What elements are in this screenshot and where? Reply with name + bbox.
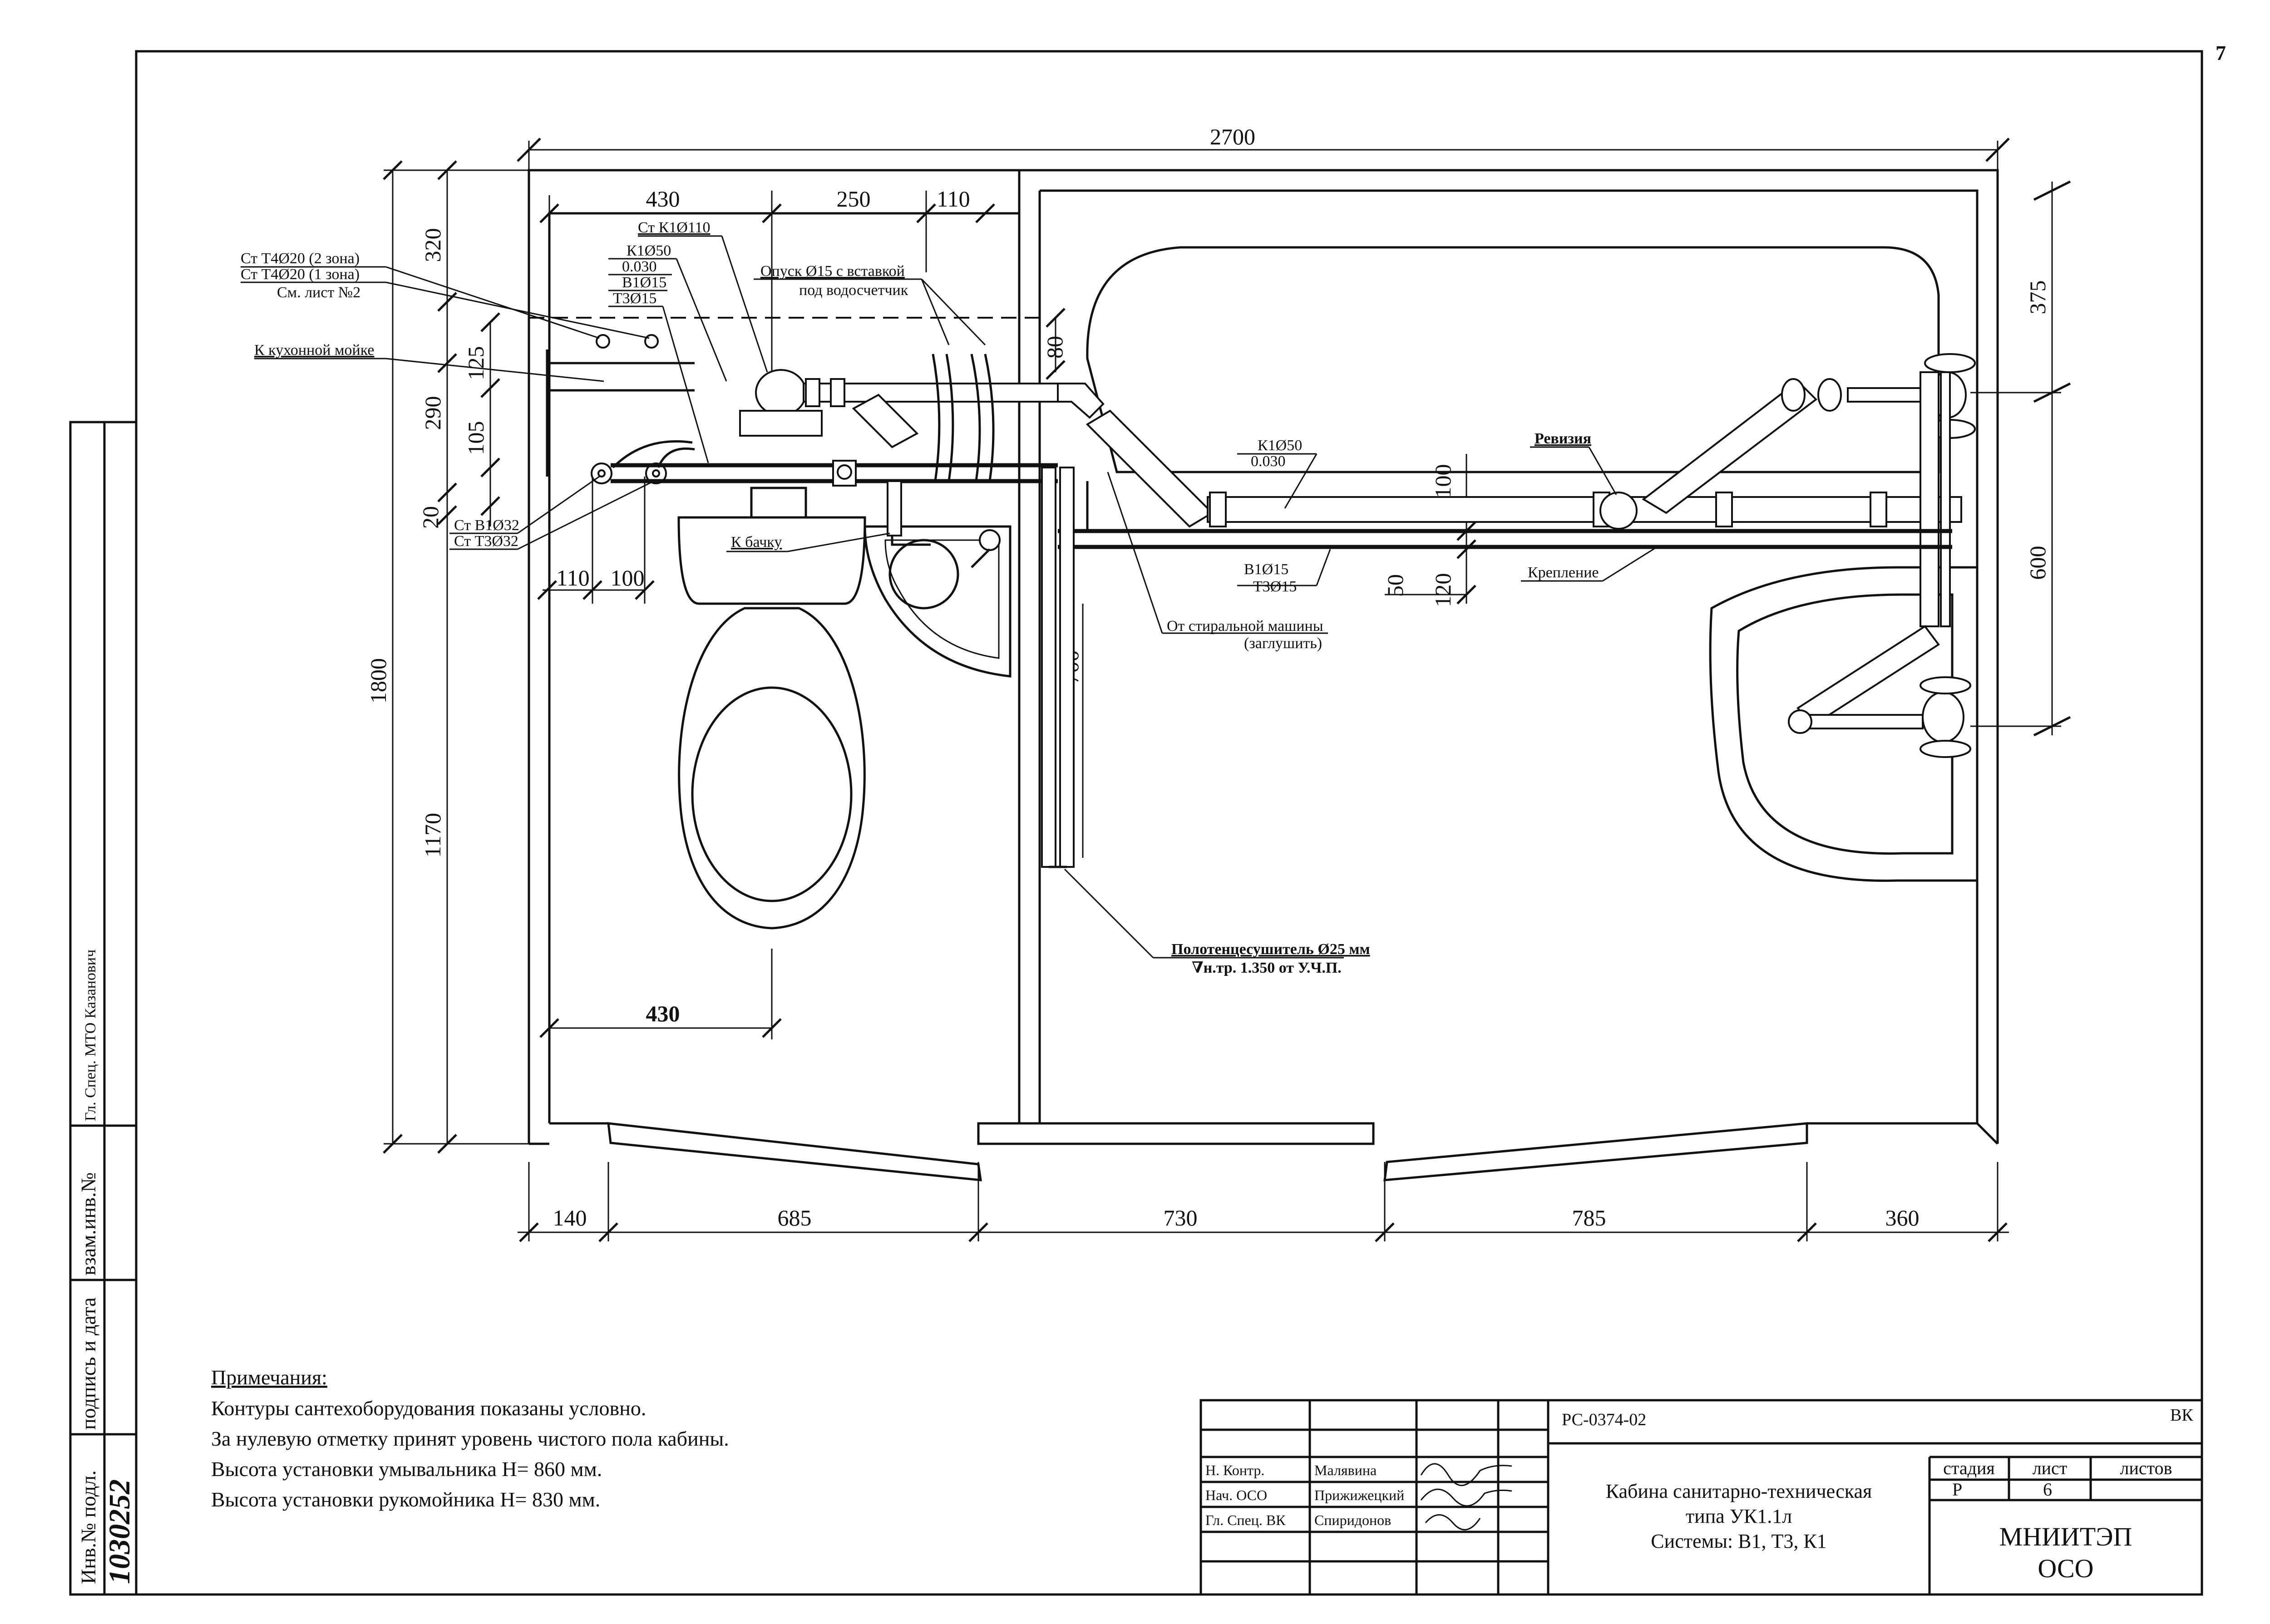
- dim-right-1: 375: [2025, 281, 2050, 315]
- dim-inner-100b: 100: [1430, 464, 1456, 498]
- label-washing-machine-2: (заглушить): [1244, 635, 1322, 652]
- tb-role-3: Гл. Спец. ВК: [1205, 1512, 1286, 1528]
- note-item-4: Высота установки рукомойника Н= 830 мм.: [211, 1488, 600, 1511]
- tb-name-2: Прижижецкий: [1314, 1487, 1404, 1503]
- dim-inner-80: 80: [1042, 336, 1067, 359]
- top-dimensions: 2700 430 250 110: [517, 124, 2010, 372]
- tb-code: РС-0374-02: [1562, 1410, 1646, 1429]
- label-st-t4-zone2: Ст Т4Ø20 (2 зона): [241, 250, 360, 267]
- dim-left-6: 1170: [420, 813, 445, 857]
- label-slope-1: 0.030: [622, 258, 657, 275]
- tb-org-line-2: ОСО: [2038, 1554, 2093, 1583]
- sheet-frame: [135, 50, 2203, 1596]
- dim-bottom-1: 140: [553, 1205, 587, 1230]
- dim-top-1: 430: [646, 186, 680, 212]
- label-towel-dryer: Полотенцесушитель Ø25 мм: [1171, 941, 1370, 958]
- pipe-network: [549, 334, 1976, 868]
- dim-right-2: 600: [2025, 546, 2050, 580]
- dim-total-width: 2700: [1210, 124, 1255, 149]
- label-st-t4-zone1: Ст Т4Ø20 (1 зона): [241, 266, 360, 283]
- dim-left-2: 125: [463, 346, 489, 380]
- notes-title: Примечания:: [211, 1366, 327, 1389]
- notes-block: Примечания: Контуры сантехоборудования п…: [211, 1366, 729, 1511]
- label-to-tank: К бачку: [731, 534, 782, 551]
- tb-title-line-1: Кабина санитарно-техническая: [1606, 1480, 1872, 1502]
- dim-left-4: 105: [463, 421, 489, 455]
- tb-title-line-2: типа УК1.1л: [1686, 1505, 1792, 1527]
- dim-left-3: 290: [420, 396, 445, 430]
- label-revision: Ревизия: [1535, 430, 1591, 447]
- title-block: РС-0374-02 ВК Кабина санитарно-техническ…: [1199, 1399, 2203, 1596]
- left-spec-text: Гл. Спец. МТО Казанович: [82, 950, 99, 1121]
- tb-org-line-1: МНИИТЭП: [1999, 1522, 2132, 1551]
- dim-left-total: 1800: [365, 658, 391, 704]
- left-margin-block: Гл. Спец. МТО Казанович взам.инв.№ подпи…: [69, 421, 138, 1596]
- label-see-sheet: См. лист №2: [277, 284, 360, 301]
- dim-bottom-2: 685: [778, 1205, 812, 1230]
- bathtub: [1086, 246, 1940, 473]
- tb-title-line-3: Системы: В1, Т3, К1: [1651, 1530, 1826, 1552]
- label-washing-machine: От стиральной машины: [1167, 618, 1323, 635]
- right-dimensions: 375 600: [1970, 180, 2071, 737]
- label-towel-dryer-2: ∇н.тр. 1.350 от У.Ч.П.: [1192, 960, 1342, 976]
- left-podpis-text: подпись и дата: [77, 1297, 100, 1430]
- sheet-number: 7: [2216, 41, 2226, 64]
- label-drop-line: Опуск Ø15 с вставкой: [760, 263, 905, 280]
- label-slope-2: 0.030: [1251, 453, 1286, 470]
- label-fixing: Крепление: [1528, 564, 1599, 581]
- dim-left-1: 320: [420, 228, 445, 262]
- note-item-1: Контуры сантехоборудования показаны усло…: [211, 1397, 646, 1420]
- leader-lines: [241, 235, 1658, 959]
- tb-name-3: Спиридонов: [1314, 1512, 1391, 1528]
- label-st-t3-32: Ст Т3Ø32: [454, 533, 518, 550]
- inner-dimensions: 110 100 80 700 100 50 120 430: [537, 308, 1476, 1039]
- toilet: [677, 487, 866, 930]
- label-t3-15-b: Т3Ø15: [1253, 578, 1297, 595]
- tb-stage-label: стадия: [1943, 1458, 1995, 1478]
- note-item-2: За нулевую отметку принят уровень чистог…: [211, 1427, 729, 1450]
- label-b1-15: В1Ø15: [622, 274, 666, 291]
- label-k1-50-b: К1Ø50: [1258, 437, 1302, 454]
- label-k1-50: К1Ø50: [627, 242, 671, 259]
- tb-sheet-label: лист: [2033, 1458, 2068, 1478]
- tb-sheets-label: листов: [2120, 1458, 2172, 1478]
- tb-stage: Р: [1952, 1479, 1962, 1500]
- washbasin: [1709, 566, 1979, 882]
- dim-top-2: 250: [837, 186, 871, 212]
- label-b1-15-b: В1Ø15: [1244, 561, 1288, 578]
- left-inv-text: Инв.№ подл.: [77, 1470, 100, 1584]
- dim-toilet-room-width: 430: [646, 1001, 680, 1026]
- note-item-3: Высота установки умывальника Н= 860 мм.: [211, 1457, 602, 1481]
- label-st-b1-32: Ст В1Ø32: [454, 517, 519, 534]
- label-kitchen-sink: К кухонной мойке: [254, 342, 374, 359]
- dim-inner-50: 50: [1382, 574, 1408, 597]
- corner-basin: [864, 525, 1012, 678]
- tb-role-1: Н. Контр.: [1205, 1462, 1264, 1478]
- tb-name-1: Малявина: [1314, 1462, 1377, 1478]
- dim-top-3: 110: [937, 186, 970, 212]
- dim-inner-120: 120: [1430, 573, 1456, 607]
- signatures: [1420, 1463, 1512, 1530]
- tb-role-2: Нач. ОСО: [1205, 1487, 1267, 1503]
- left-vzam-text: взам.инв.№: [77, 1172, 100, 1275]
- dim-bottom-3: 730: [1164, 1205, 1198, 1230]
- label-t3-15: Т3Ø15: [613, 290, 656, 307]
- left-dimensions: 1800 320 290 1170 125 105 20: [365, 160, 529, 1154]
- tb-sheet: 6: [2043, 1479, 2052, 1500]
- label-drop-line-2: под водосчетчик: [799, 282, 908, 299]
- pipe-labels: Ст Т4Ø20 (2 зона) Ст Т4Ø20 (1 зона) См. …: [241, 219, 1599, 976]
- left-inv-value: 1030252: [103, 1479, 136, 1584]
- dim-bottom-4: 785: [1572, 1205, 1606, 1230]
- dim-bottom-5: 360: [1885, 1205, 1920, 1230]
- label-st-k1: Ст К1Ø110: [638, 219, 711, 236]
- dim-inner-100: 100: [611, 565, 645, 591]
- dim-left-5: 20: [418, 506, 443, 529]
- bottom-dimensions: 140 685 730 785 360: [518, 1162, 2009, 1242]
- dim-inner-110: 110: [556, 565, 589, 591]
- tb-section: ВК: [2170, 1406, 2193, 1425]
